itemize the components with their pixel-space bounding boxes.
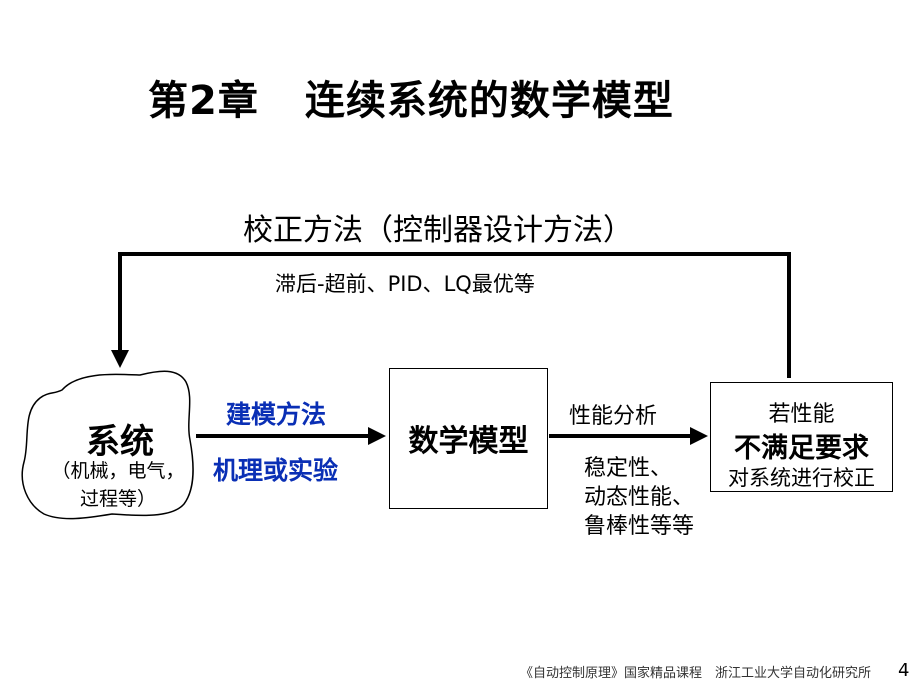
check-line1: 若性能	[768, 402, 835, 427]
footer-text: 《自动控制原理》国家精品课程 浙江工业大学自动化研究所	[520, 666, 872, 681]
system-sub-line2: 过程等）	[79, 488, 156, 510]
analysis-arrowhead	[690, 427, 708, 445]
check-box	[710, 382, 893, 492]
page-title: 第2章连续系统的数学模型	[148, 68, 674, 126]
modeling-arrowhead	[368, 427, 386, 445]
chapter-number: 第2章	[148, 78, 259, 124]
model-box	[389, 368, 548, 509]
analysis-item: 鲁棒性等等	[584, 514, 695, 539]
analysis-label: 性能分析	[569, 404, 658, 429]
analysis-item: 动态性能、	[584, 485, 695, 510]
system-title: 系统	[86, 422, 154, 462]
chapter-name: 连续系统的数学模型	[304, 78, 674, 124]
check-line2: 不满足要求	[734, 433, 869, 464]
model-box-label: 数学模型	[408, 424, 529, 459]
feedback-arrowhead	[111, 350, 129, 368]
system-shape	[21, 370, 194, 520]
modeling-method-label: 建模方法	[226, 400, 327, 429]
feedback-loop-line	[118, 252, 791, 378]
page-number: 4	[898, 660, 910, 681]
modeling-type-label: 机理或实验	[213, 456, 339, 485]
system-sub-line1: （机械，电气，	[51, 460, 185, 482]
check-line3: 对系统进行校正	[728, 466, 875, 490]
analysis-item: 稳定性、	[584, 456, 673, 481]
feedback-sublabel: 滞后-超前、PID、LQ最优等	[275, 272, 535, 296]
feedback-label: 校正方法（控制器设计方法）	[243, 213, 633, 248]
